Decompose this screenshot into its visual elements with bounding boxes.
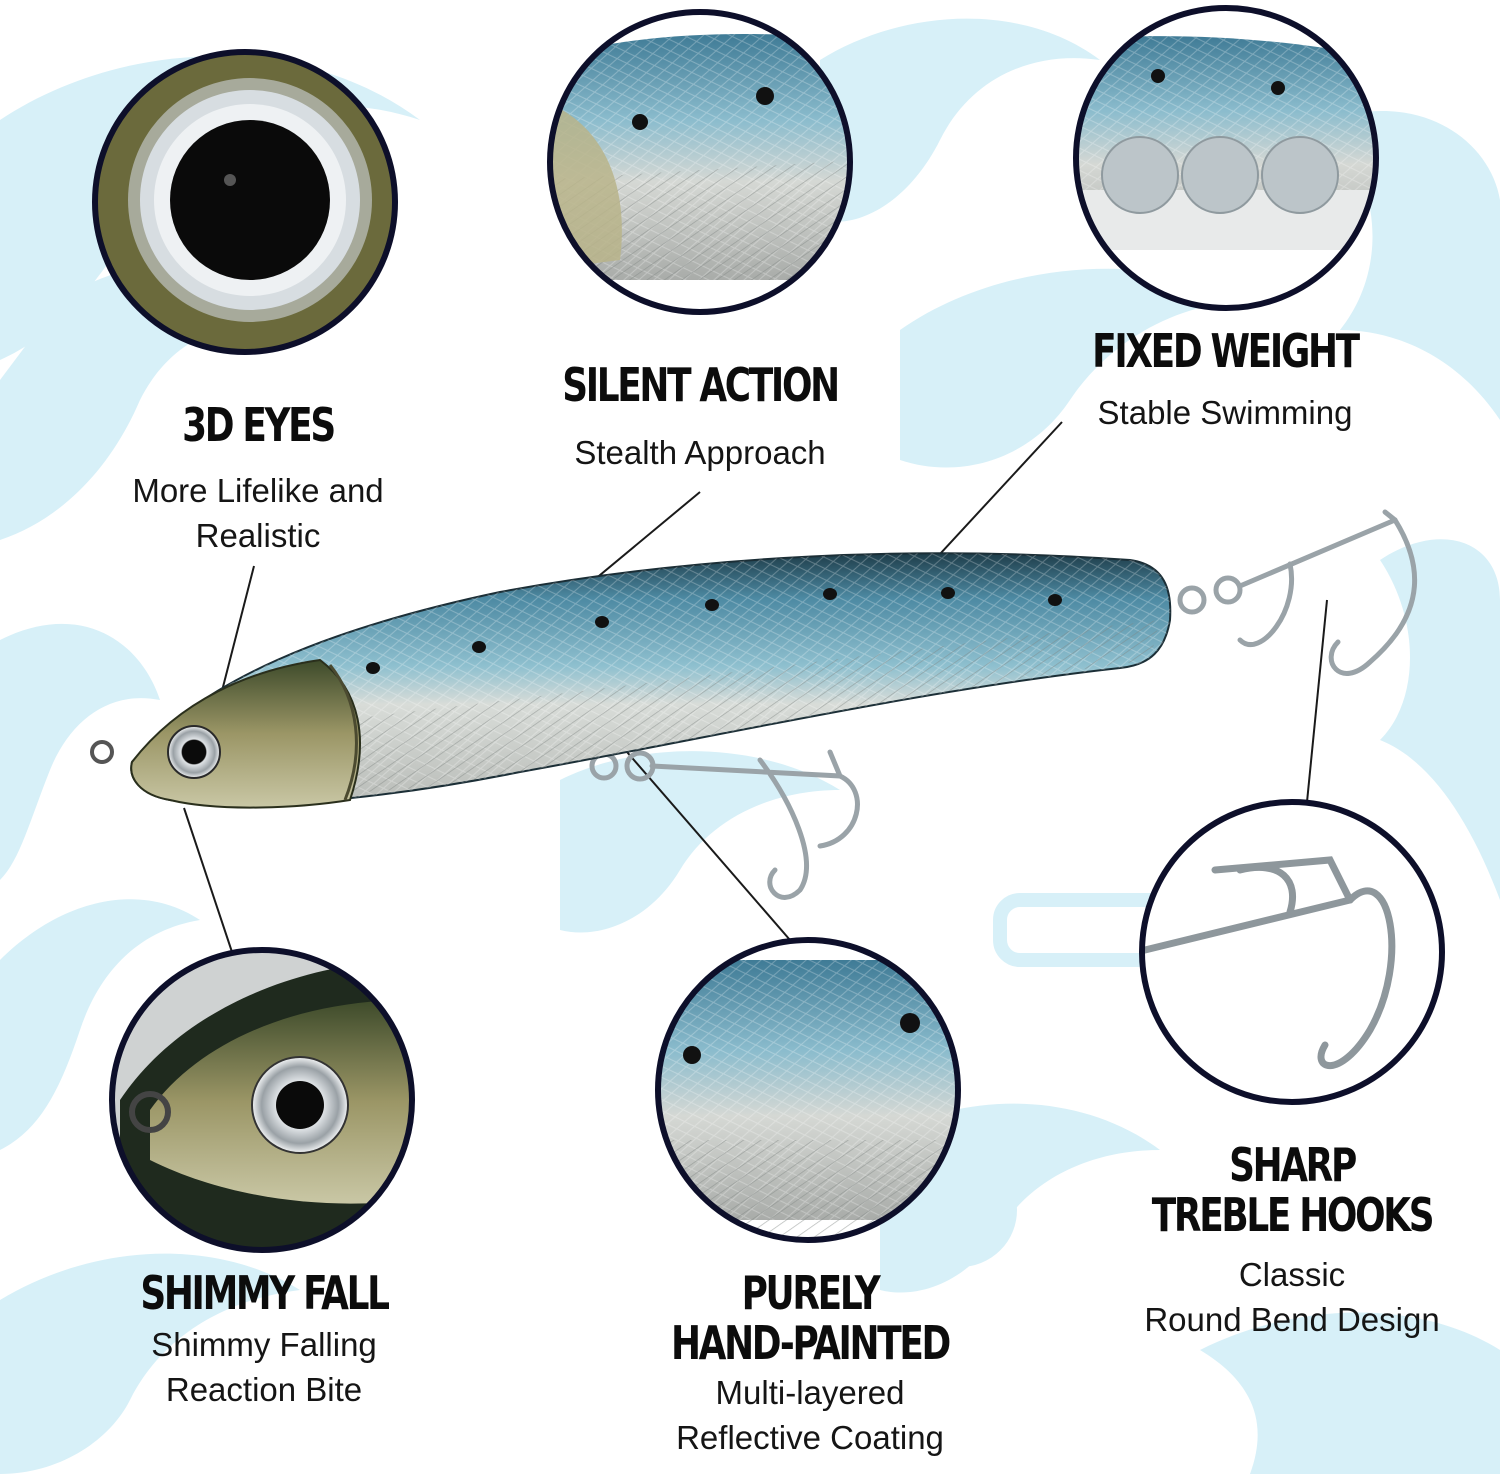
detail-circle-fixed-weight [1073,5,1379,311]
detail-circle-treble-hooks [1139,799,1445,1105]
feature-description: More Lifelike and Realistic [132,472,384,554]
feature-treble-hooks: SHARP TREBLE HOOKS Classic Round Bend De… [1112,1140,1472,1342]
feature-fixed-weight: FIXED WEIGHT Stable Swimming [1025,326,1425,435]
tail-treble-hook [1177,509,1418,676]
feature-description: Stable Swimming [1097,394,1353,431]
feature-description: Classic Round Bend Design [1144,1256,1440,1338]
detail-circle-shimmy-fall [109,947,415,1253]
feature-title: SILENT ACTION [562,358,840,412]
feature-description: Stealth Approach [574,434,826,471]
fishing-lure [90,509,1418,900]
detail-circle-eyes [92,49,398,355]
feature-title: SHIMMY FALL [140,1266,390,1320]
feature-shimmy-fall: SHIMMY FALL Shimmy Falling Reaction Bite [84,1268,444,1412]
feature-silent-action: SILENT ACTION Stealth Approach [500,360,900,475]
feature-title: 3D EYES [182,398,336,452]
detail-circle-silent-action [547,9,853,315]
feature-title: FIXED WEIGHT [1092,324,1360,378]
feature-title: SHARP TREBLE HOOKS [1151,1138,1435,1242]
background-art [0,18,1500,1474]
feature-hand-painted: PURELY HAND-PAINTED Multi-layered Reflec… [610,1268,1010,1460]
feature-description: Multi-layered Reflective Coating [676,1374,944,1456]
feature-title: PURELY HAND-PAINTED [670,1266,951,1370]
feature-3d-eyes: 3D EYES More Lifelike and Realistic [98,400,418,558]
line-tie-icon [90,740,114,764]
feature-description: Shimmy Falling Reaction Bite [151,1326,377,1408]
belly-treble-hook [589,749,860,900]
